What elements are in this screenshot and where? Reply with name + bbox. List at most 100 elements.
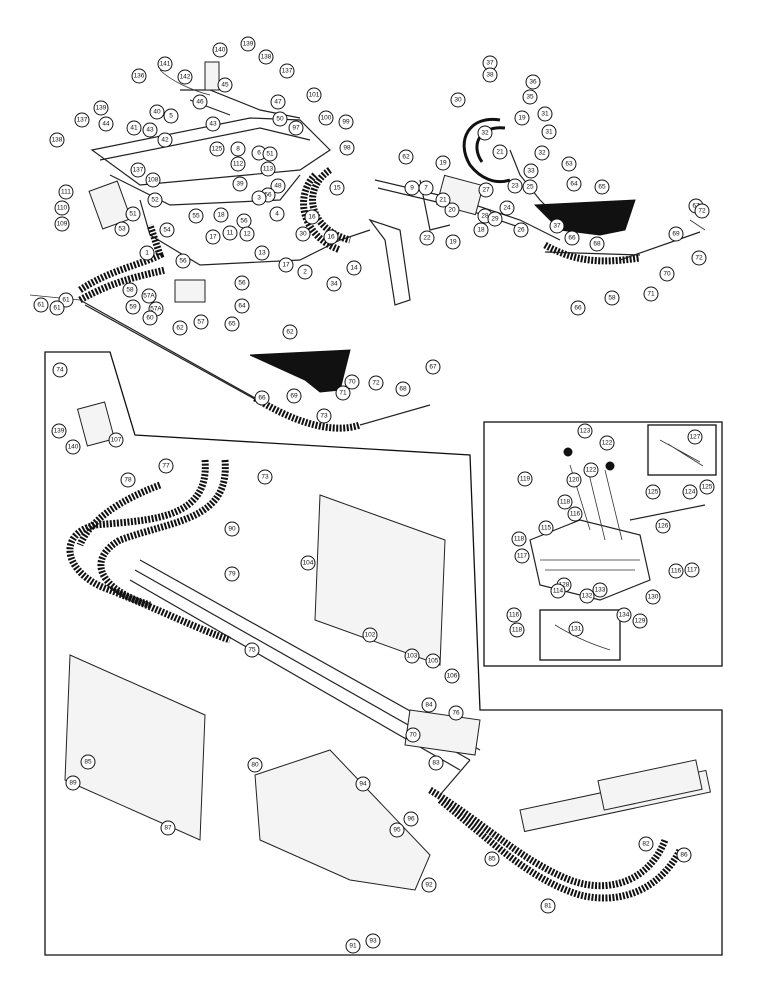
callout-number: 57 bbox=[197, 319, 205, 326]
callout-circle bbox=[445, 234, 461, 250]
callout-circle bbox=[114, 221, 130, 237]
callout-132: 132 bbox=[579, 588, 595, 604]
callout-circle bbox=[421, 697, 437, 713]
callout-circle bbox=[175, 253, 191, 269]
callout-91: 91 bbox=[345, 938, 361, 954]
callout-circle bbox=[389, 822, 405, 838]
callout-number: 75 bbox=[248, 647, 256, 654]
callout-number: 86 bbox=[680, 852, 688, 859]
callout-circle bbox=[270, 94, 286, 110]
callout-circle bbox=[478, 182, 494, 198]
callout-68: 68 bbox=[395, 381, 411, 397]
callout-116: 116 bbox=[668, 563, 684, 579]
callout-127: 127 bbox=[687, 429, 703, 445]
callout-24: 24 bbox=[499, 200, 515, 216]
callout-number: 61 bbox=[62, 297, 70, 304]
callout-circle bbox=[270, 178, 286, 194]
callout-73: 73 bbox=[316, 408, 332, 424]
callout-number: 18 bbox=[477, 227, 485, 234]
callout-85: 85 bbox=[484, 851, 500, 867]
callout-number: 34 bbox=[330, 281, 338, 288]
callout-circle bbox=[699, 479, 715, 495]
callout-98: 98 bbox=[339, 140, 355, 156]
callout-circle bbox=[262, 146, 278, 162]
callout-circle bbox=[425, 653, 441, 669]
callout-number: 74 bbox=[56, 367, 64, 374]
callout-circle bbox=[251, 190, 267, 206]
callout-number: 110 bbox=[57, 205, 68, 212]
callout-58: 58 bbox=[122, 282, 138, 298]
callout-circle bbox=[244, 642, 260, 658]
callout-circle bbox=[566, 472, 582, 488]
callout-17: 17 bbox=[205, 229, 221, 245]
callout-circle bbox=[645, 484, 661, 500]
callout-circle bbox=[537, 106, 553, 122]
callout-circle bbox=[108, 432, 124, 448]
callout-number: 43 bbox=[146, 127, 154, 134]
callout-139: 139 bbox=[51, 423, 67, 439]
callout-55: 55 bbox=[188, 208, 204, 224]
callout-circle bbox=[120, 472, 136, 488]
callout-118: 118 bbox=[557, 494, 573, 510]
callout-number: 48 bbox=[274, 183, 282, 190]
callout-circle bbox=[247, 757, 263, 773]
callout-84: 84 bbox=[421, 697, 437, 713]
callout-circle bbox=[687, 429, 703, 445]
callout-number: 66 bbox=[258, 395, 266, 402]
callout-89: 89 bbox=[65, 775, 81, 791]
callout-number: 140 bbox=[68, 444, 79, 451]
callout-circle bbox=[655, 518, 671, 534]
callout-number: 32 bbox=[481, 130, 489, 137]
callout-circle bbox=[403, 811, 419, 827]
callout-circle bbox=[514, 548, 530, 564]
callout-circle bbox=[142, 310, 158, 326]
callout-number: 137 bbox=[77, 117, 88, 124]
callout-130: 130 bbox=[645, 589, 661, 605]
callout-circle bbox=[567, 506, 583, 522]
callout-circle bbox=[676, 847, 692, 863]
callout-number: 31 bbox=[545, 129, 553, 136]
callout-number: 65 bbox=[228, 321, 236, 328]
callout-number: 30 bbox=[299, 231, 307, 238]
callout-number: 56 bbox=[240, 218, 248, 225]
callout-circle bbox=[365, 933, 381, 949]
callout-circle bbox=[564, 230, 580, 246]
callout-number: 68 bbox=[593, 241, 601, 248]
callout-number: 99 bbox=[342, 119, 350, 126]
callout-97: 97 bbox=[288, 120, 304, 136]
callout-circle bbox=[239, 226, 255, 242]
callout-number: 56 bbox=[264, 192, 272, 199]
callout-circle bbox=[534, 145, 550, 161]
callout-18: 18 bbox=[213, 207, 229, 223]
callout-number: 116 bbox=[509, 612, 520, 619]
callout-40: 40 bbox=[149, 104, 165, 120]
callout-circle bbox=[58, 184, 74, 200]
callout-circle bbox=[355, 776, 371, 792]
callout-circle bbox=[473, 222, 489, 238]
callout-108: 108 bbox=[145, 172, 161, 188]
callout-number: 100 bbox=[321, 115, 332, 122]
callout-7: 7 bbox=[418, 180, 434, 196]
callout-69: 69 bbox=[668, 226, 684, 242]
callout-87: 87 bbox=[160, 820, 176, 836]
callout-5: 5 bbox=[163, 108, 179, 124]
callout-circle bbox=[260, 161, 276, 177]
callout-number: 45 bbox=[221, 82, 229, 89]
callout-number: 63 bbox=[565, 161, 573, 168]
callout-circle bbox=[163, 108, 179, 124]
callout-43: 43 bbox=[142, 122, 158, 138]
callout-number: 33 bbox=[527, 168, 535, 175]
callout-number: 18 bbox=[217, 212, 225, 219]
callout-circle bbox=[279, 63, 295, 79]
callout-circle bbox=[346, 260, 362, 276]
callout-number: 70 bbox=[348, 379, 356, 386]
callout-number: 118 bbox=[560, 499, 571, 506]
callout-number: 24 bbox=[503, 205, 511, 212]
callout-circle bbox=[125, 299, 141, 315]
callout-circle bbox=[421, 877, 437, 893]
callout-circle bbox=[566, 176, 582, 192]
callout-number: 3 bbox=[257, 195, 261, 202]
callout-circle bbox=[300, 555, 316, 571]
callout-number: 133 bbox=[595, 587, 606, 594]
callout-number: 38 bbox=[486, 72, 494, 79]
